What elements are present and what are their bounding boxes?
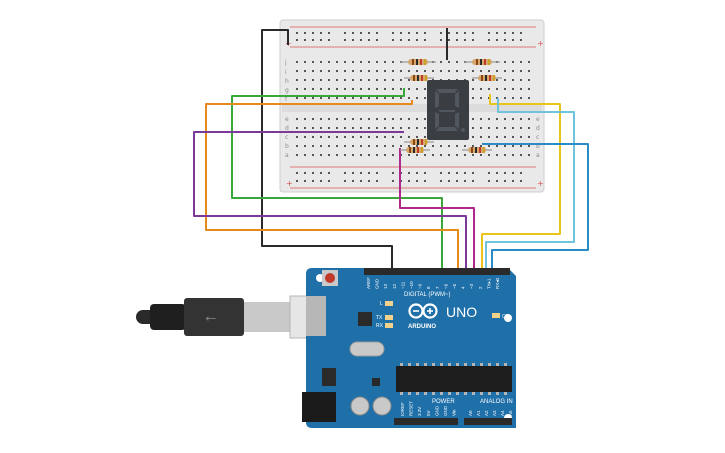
power-pin-label: 3.3V	[417, 407, 422, 416]
led-rx	[385, 323, 393, 328]
row-label-a-right: a	[536, 152, 540, 159]
row-label-e: e	[285, 116, 289, 123]
segments	[435, 89, 465, 132]
digital-pin-label: GND	[375, 278, 380, 289]
usb-symbol-icon: ⭠	[205, 310, 216, 326]
power-jack[interactable]	[302, 392, 336, 422]
row-label-d: d	[285, 125, 289, 132]
row-label-b-right: b	[536, 143, 540, 150]
resistor-icon[interactable]	[464, 59, 500, 65]
led-l-label: L	[380, 301, 383, 307]
wire-magenta[interactable]	[399, 148, 475, 270]
digital-pin-label: ~3	[469, 283, 474, 289]
power-pin-label: RESET	[409, 401, 414, 416]
resistor-icon[interactable]	[400, 147, 430, 153]
power-pin-label: Vin	[452, 409, 457, 416]
seven-segment-display-icon[interactable]	[427, 80, 469, 140]
power-header[interactable]	[394, 418, 458, 425]
analog-pin-label: A1	[476, 410, 481, 416]
analog-pin-label: A3	[492, 410, 497, 416]
digital-pin-label: 2	[478, 286, 483, 289]
digital-header[interactable]	[364, 268, 510, 275]
wire-orange[interactable]	[205, 100, 459, 270]
reset-button-cap[interactable]	[325, 273, 335, 283]
analog-pin-label: A4	[500, 410, 505, 416]
led-tx-label: TX	[376, 315, 383, 321]
wire-blue[interactable]	[482, 143, 589, 270]
wire-yellow[interactable]	[481, 94, 561, 270]
wire-lightblue[interactable]	[485, 98, 575, 270]
resistor-icon[interactable]	[404, 139, 434, 145]
row-label-e-right: e	[536, 116, 540, 123]
header-analog-label: ANALOG IN	[480, 399, 513, 405]
breadboard: + + + + j i h g f e d c b a e d c b a	[279, 19, 545, 193]
wires	[193, 28, 589, 270]
digital-pin-label: AREF	[366, 277, 371, 289]
digital-pin-label: 13	[383, 283, 388, 289]
led-rx-label: RX	[376, 323, 384, 329]
digital-pin-label: 4	[461, 286, 466, 289]
digital-pin-label: 12	[392, 283, 397, 289]
power-pin-label: GND	[443, 405, 448, 416]
wire-purple[interactable]	[193, 131, 467, 270]
rail-plus-label-bottom-right: +	[537, 179, 544, 188]
led-on	[492, 313, 500, 318]
brand-label: ARDUINO	[408, 324, 436, 330]
digital-pin-label: 7	[435, 286, 440, 289]
analog-pin-label: A0	[468, 410, 473, 416]
power-pin-label: GND	[434, 405, 439, 416]
row-label-f: f	[285, 96, 288, 103]
row-label-c: c	[285, 134, 288, 141]
digital-pin-label: ~6	[443, 283, 448, 289]
row-label-i: i	[285, 69, 287, 76]
digital-pin-label: ~10	[409, 281, 414, 289]
wire-green[interactable]	[231, 88, 443, 270]
row-label-d-right: d	[536, 125, 540, 132]
digital-pin-label: RX◂0	[495, 277, 500, 289]
analog-header[interactable]	[464, 418, 512, 425]
row-label-c-right: c	[536, 134, 539, 141]
rail-plus-label-right: +	[537, 39, 544, 48]
row-label-g: g	[285, 87, 289, 94]
digital-pin-label: 8	[426, 286, 431, 289]
digital-pin-label: ~5	[452, 283, 457, 289]
arduino-logo-icon	[408, 303, 438, 319]
analog-pin-label: A2	[484, 410, 489, 416]
row-label-j: j	[284, 59, 287, 66]
wire-black-gnd[interactable]	[261, 29, 393, 270]
led-l	[385, 301, 393, 306]
resistor-icon[interactable]	[462, 147, 492, 153]
led-tx	[385, 315, 393, 320]
resistor-icon[interactable]	[472, 75, 502, 81]
analog-pin-label: A5	[508, 410, 513, 416]
resistor-icon[interactable]	[404, 75, 434, 81]
row-label-b: b	[285, 143, 289, 150]
row-label-h: h	[285, 78, 289, 85]
microcontroller-chip	[396, 366, 512, 392]
resistors	[400, 59, 502, 153]
row-label-a: a	[285, 152, 289, 159]
usb-cable-icon: ⭠	[136, 295, 327, 339]
digital-pin-label: ~11	[400, 281, 405, 289]
header-power-label: POWER	[432, 399, 455, 405]
resistor-icon[interactable]	[400, 59, 436, 65]
header-digital-label: DIGITAL (PWM~)	[404, 292, 451, 298]
rail-plus-label-bottom: +	[286, 179, 293, 188]
power-pin-label: IOREF	[400, 402, 405, 416]
digital-pin-label: ~9	[418, 283, 423, 289]
digital-pin-label: TX▸1	[486, 278, 491, 289]
led-on-label: ON	[502, 314, 510, 320]
model-label: UNO	[446, 304, 477, 320]
power-pin-label: 5V	[426, 410, 431, 416]
